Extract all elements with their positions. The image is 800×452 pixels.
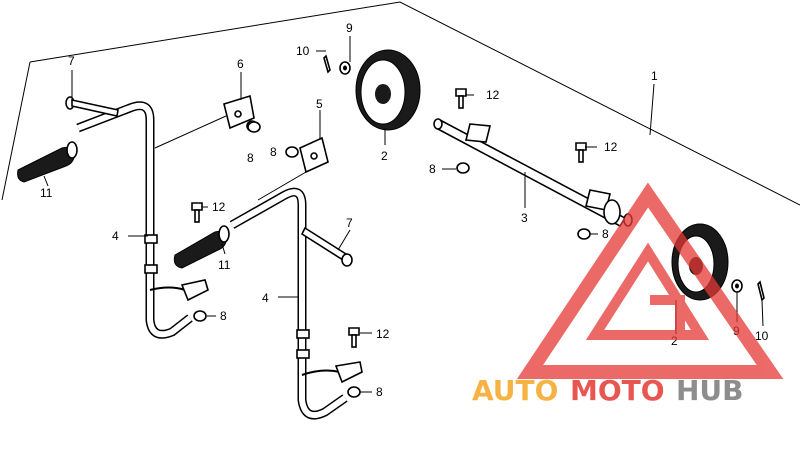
leader-lines	[43, 36, 764, 393]
nut-8-b	[285, 146, 299, 158]
assembly-frame	[29, 1, 800, 206]
callout-11-right: 11	[218, 258, 231, 272]
callout-7-left: 7	[68, 54, 75, 68]
bolt-12-left	[191, 202, 203, 223]
nut-8-a	[247, 121, 261, 133]
callout-8-mid: 8	[429, 162, 436, 176]
callout-2-right: 2	[671, 334, 678, 348]
watermark-text: AUTO MOTO HUB	[472, 374, 744, 407]
callout-6: 6	[237, 57, 244, 71]
cotter-pin-right	[757, 280, 765, 302]
callout-8-top-left: 8	[247, 151, 254, 165]
bolt-12-top	[455, 88, 467, 109]
callout-8-axle: 8	[602, 227, 609, 241]
callout-8-right-low: 8	[376, 385, 383, 399]
callout-9-top: 9	[346, 21, 353, 35]
washer-right	[731, 279, 743, 293]
callout-1: 1	[651, 69, 658, 83]
callout-12-top: 12	[486, 88, 500, 102]
right-handle-frame	[229, 187, 363, 420]
callout-7-right: 7	[346, 216, 353, 230]
watermark-hub: HUB	[676, 374, 744, 407]
callout-12-mid: 12	[604, 140, 618, 154]
nut-8-f	[347, 386, 361, 398]
axle	[433, 118, 633, 228]
cotter-pin-top	[323, 54, 331, 74]
callout-5: 5	[316, 97, 323, 111]
callout-2-top: 2	[381, 149, 388, 163]
right-grip	[173, 225, 230, 269]
callout-8-left-low: 8	[220, 309, 227, 323]
wheel-left	[355, 49, 421, 131]
watermark-auto: AUTO	[472, 374, 558, 407]
bracket-right	[299, 136, 329, 174]
callout-12-left: 12	[212, 200, 226, 214]
callout-10-right: 10	[755, 329, 769, 343]
nut-8-d	[577, 228, 591, 240]
callout-12-low: 12	[376, 327, 390, 341]
callout-11-left: 11	[40, 186, 53, 200]
nut-8-c	[456, 162, 470, 174]
left-bolt	[65, 96, 119, 117]
callout-3: 3	[521, 211, 528, 225]
nut-8-e	[193, 310, 207, 322]
left-grip	[17, 141, 78, 183]
callout-10-top: 10	[296, 44, 310, 58]
bolt-12-mid	[575, 142, 587, 163]
washer-top	[339, 61, 351, 75]
watermark-logo	[516, 182, 784, 379]
assembly-frame-left	[1, 61, 31, 201]
left-handle-frame	[76, 101, 209, 339]
callout-4-right: 4	[262, 291, 269, 305]
callout-8-bracket: 8	[270, 145, 277, 159]
bolt-12-low	[348, 327, 360, 348]
watermark-moto: MOTO	[570, 374, 665, 407]
right-bolt	[300, 226, 353, 267]
callout-4-left: 4	[112, 229, 119, 243]
